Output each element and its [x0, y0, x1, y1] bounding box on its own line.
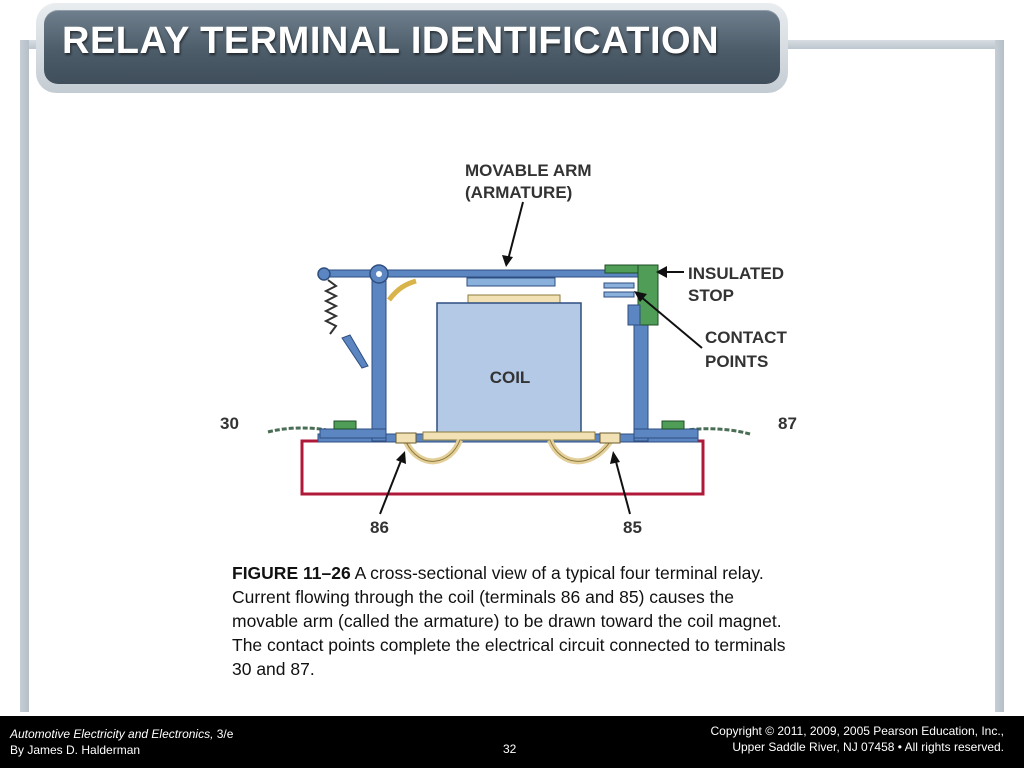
contact-label: CONTACT — [705, 328, 787, 347]
points-label: POINTS — [705, 352, 768, 371]
arrow-contact-points-head — [634, 291, 647, 302]
footer-copyright: Copyright © 2011, 2009, 2005 Pearson Edu… — [711, 723, 1004, 755]
book-edition: 3/e — [213, 727, 234, 741]
arrow-terminal-86-head — [396, 451, 406, 464]
copyright-line-1: Copyright © 2011, 2009, 2005 Pearson Edu… — [710, 724, 1004, 738]
armature-pivot-hole — [376, 271, 382, 277]
slide-footer: Automotive Electricity and Electronics, … — [0, 716, 1024, 768]
spring-anchor — [317, 267, 331, 281]
copyright-line-2: Upper Saddle River, NJ 07458 • All right… — [732, 740, 1004, 754]
lower-contact-point — [603, 291, 635, 298]
footer-book-info: Automotive Electricity and Electronics, … — [10, 726, 233, 758]
coil-wire-85-outline — [549, 439, 611, 462]
screw-terminal-30 — [333, 420, 357, 430]
left-frame-post — [371, 278, 387, 442]
title-banner — [44, 10, 780, 84]
stop-label: STOP — [688, 286, 734, 305]
armature-plate — [466, 277, 556, 287]
contact-bracket — [627, 304, 641, 326]
slide-frame-left — [20, 40, 29, 712]
movable-arm-label: MOVABLE ARM — [465, 161, 592, 180]
terminal-85-label: 85 — [623, 518, 642, 537]
return-spring — [323, 279, 339, 335]
relay-diagram: COIL MOVABLE ARM (ARMATURE) INSULATED ST… — [210, 140, 808, 545]
page-number: 32 — [503, 742, 517, 756]
hinge-spring — [387, 278, 417, 302]
coil-base — [422, 431, 596, 441]
upper-contact-point — [603, 282, 635, 289]
left-frame-foot — [319, 428, 387, 439]
figure-number: FIGURE 11–26 — [232, 563, 351, 583]
terminal-86-label: 86 — [370, 518, 389, 537]
coil-terminal-85 — [599, 432, 621, 444]
arrow-terminal-85-head — [610, 451, 620, 464]
book-title: Automotive Electricity and Electronics, — [10, 727, 214, 741]
caption-text: A cross-sectional view of a typical four… — [232, 563, 786, 679]
arrow-movable-arm — [507, 201, 524, 261]
slide-frame-right — [995, 40, 1004, 712]
footer-title-line: Automotive Electricity and Electronics, … — [10, 726, 233, 742]
slide-title: RELAY TERMINAL IDENTIFICATION — [62, 20, 720, 62]
arrow-terminal-85 — [614, 457, 631, 515]
coil-terminal-86 — [395, 432, 417, 444]
screw-terminal-87 — [661, 420, 685, 430]
coil-label: COIL — [490, 368, 531, 387]
arrow-contact-points — [639, 295, 703, 349]
spring-lever — [341, 334, 369, 369]
terminal-87-label: 87 — [778, 414, 797, 433]
figure-caption: FIGURE 11–26 A cross-sectional view of a… — [232, 561, 802, 681]
arrow-insulated-stop-head — [656, 266, 667, 278]
coil-body — [436, 302, 582, 438]
arrow-terminal-86 — [379, 457, 403, 515]
right-frame-foot — [633, 428, 699, 439]
author-line: By James D. Halderman — [10, 743, 141, 757]
insulated-label: INSULATED — [688, 264, 784, 283]
armature-label: (ARMATURE) — [465, 183, 572, 202]
arrow-movable-arm-head — [502, 255, 513, 267]
terminal-30-label: 30 — [220, 414, 239, 433]
coil-core-top — [467, 294, 561, 304]
coil-wire-86-outline — [405, 439, 461, 462]
